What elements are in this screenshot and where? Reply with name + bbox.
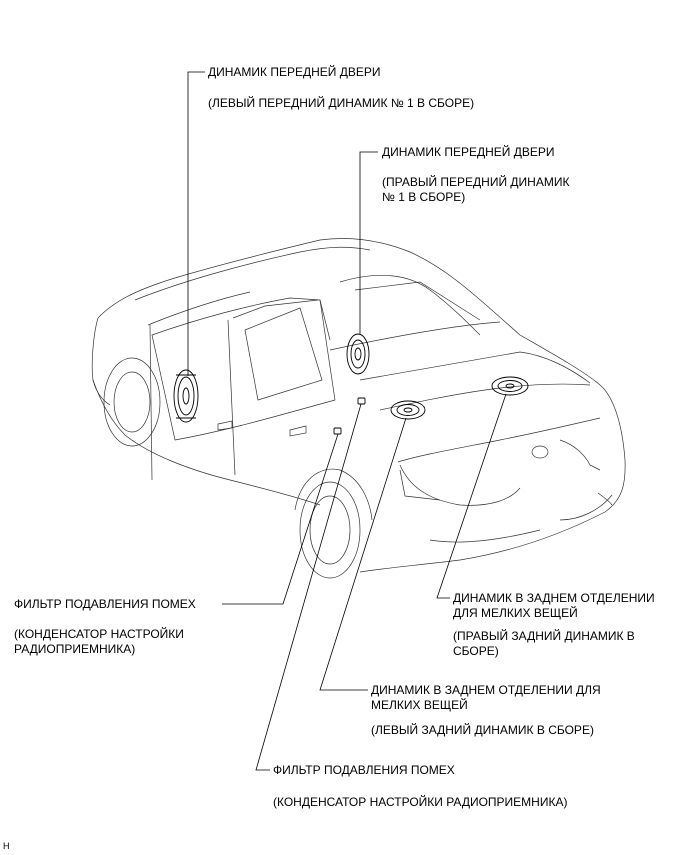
right-front-speaker bbox=[346, 333, 370, 375]
left-rear-speaker bbox=[390, 400, 426, 420]
corner-code: H bbox=[3, 841, 10, 851]
noise-filter-a-detail-line1: (КОНДЕНСАТОР НАСТРОЙКИ bbox=[14, 627, 184, 641]
rear-emblem bbox=[531, 445, 549, 459]
noise-filter-a-label: ФИЛЬТР ПОДАВЛЕНИЯ ПОМЕХ bbox=[14, 597, 196, 611]
left-rear-speaker-detail: (ЛЕВЫЙ ЗАДНИЙ ДИНАМИК В СБОРЕ) bbox=[371, 723, 594, 737]
right-front-speaker-label: ДИНАМИК ПЕРЕДНЕЙ ДВЕРИ bbox=[382, 145, 555, 159]
door-handles bbox=[217, 420, 307, 437]
left-front-speaker-detail: (ЛЕВЫЙ ПЕРЕДНИЙ ДИНАМИК № 1 В СБОРЕ) bbox=[208, 96, 475, 110]
right-front-speaker-detail-line1: (ПРАВЫЙ ПЕРЕДНИЙ ДИНАМИК bbox=[382, 175, 570, 189]
noise-filter-b-detail: (КОНДЕНСАТОР НАСТРОЙКИ РАДИОПРИЕМНИКА) bbox=[273, 795, 568, 809]
noise-filter-a-detail-line2: РАДИОПРИЕМНИКА) bbox=[14, 642, 136, 656]
right-rear-speaker-detail-line1: (ПРАВЫЙ ЗАДНИЙ ДИНАМИК В bbox=[453, 629, 635, 643]
right-rear-speaker-detail-line2: СБОРЕ) bbox=[453, 644, 499, 658]
right-rear-speaker-label-line1: ДИНАМИК В ЗАДНЕМ ОТДЕЛЕНИИ bbox=[453, 591, 655, 605]
noise-filters bbox=[333, 397, 366, 435]
left-front-speaker bbox=[173, 369, 199, 423]
right-front-speaker-detail-line2: № 1 В СБОРЕ) bbox=[382, 190, 466, 204]
right-rear-speaker bbox=[491, 376, 529, 396]
car-body-outline bbox=[91, 238, 626, 573]
left-rear-speaker-label-line1: ДИНАМИК В ЗАДНЕМ ОТДЕЛЕНИИ ДЛЯ bbox=[371, 683, 601, 697]
wheels bbox=[103, 357, 613, 579]
left-rear-speaker-label-line2: МЕЛКИХ ВЕЩЕЙ bbox=[371, 698, 468, 712]
left-front-speaker-label: ДИНАМИК ПЕРЕДНЕЙ ДВЕРИ bbox=[208, 65, 381, 79]
leader-lines bbox=[187, 71, 507, 771]
right-rear-speaker-label-line2: ДЛЯ МЕЛКИХ ВЕЩЕЙ bbox=[453, 606, 578, 620]
noise-filter-b-label: ФИЛЬТР ПОДАВЛЕНИЯ ПОМЕХ bbox=[273, 763, 455, 777]
